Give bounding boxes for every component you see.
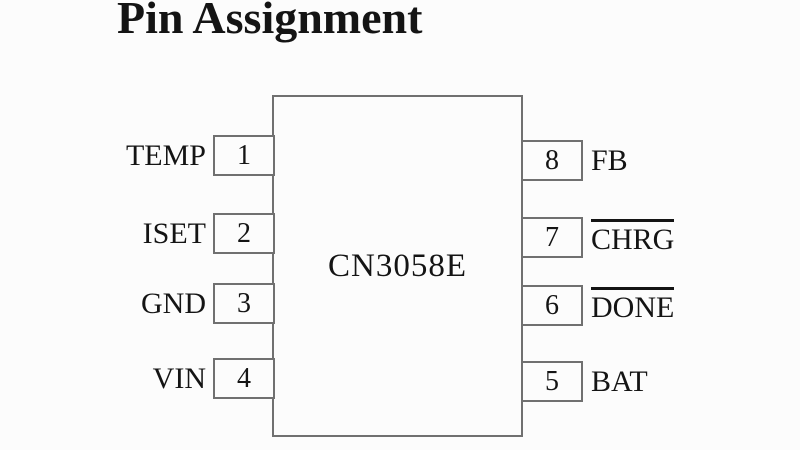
pin-1-number: 1: [237, 139, 251, 171]
pin-4-box: 4: [213, 358, 275, 399]
pin-3-box: 3: [213, 283, 275, 324]
figure-title: Pin Assignment: [117, 0, 423, 43]
ic-part-number: CN3058E: [328, 247, 467, 284]
pin-8-box: 8: [521, 140, 583, 181]
pin-2-label: ISET: [40, 213, 206, 254]
ic-body: CN3058E: [272, 95, 523, 437]
pin-7-label-text: CHRG: [591, 219, 675, 256]
pin-6-number: 6: [545, 289, 559, 321]
pin-6-label: DONE: [591, 285, 781, 326]
pin-7-number: 7: [545, 221, 559, 253]
pin-5-box: 5: [521, 361, 583, 402]
pin-5-number: 5: [545, 365, 559, 397]
pin-6-label-text: DONE: [591, 287, 675, 324]
pin-7-label: CHRG: [591, 217, 781, 258]
pin-5-label: BAT: [591, 361, 781, 402]
pin-2-label-text: ISET: [142, 216, 206, 250]
pin-8-label-text: FB: [591, 143, 628, 177]
pin-3-label: GND: [40, 283, 206, 324]
pin-1-box: 1: [213, 135, 275, 176]
pin-4-label: VIN: [40, 358, 206, 399]
pin-1-label: TEMP: [40, 135, 206, 176]
pin-1-label-text: TEMP: [125, 138, 206, 172]
pin-8-number: 8: [545, 144, 559, 176]
pin-3-number: 3: [237, 287, 251, 319]
pin-8-label: FB: [591, 140, 781, 181]
pin-2-box: 2: [213, 213, 275, 254]
pin-6-box: 6: [521, 285, 583, 326]
pin-4-label-text: VIN: [152, 361, 206, 395]
pin-3-label-text: GND: [141, 286, 206, 320]
pin-5-label-text: BAT: [591, 364, 648, 398]
pin-2-number: 2: [237, 217, 251, 249]
pin-7-box: 7: [521, 217, 583, 258]
pin-4-number: 4: [237, 362, 251, 394]
